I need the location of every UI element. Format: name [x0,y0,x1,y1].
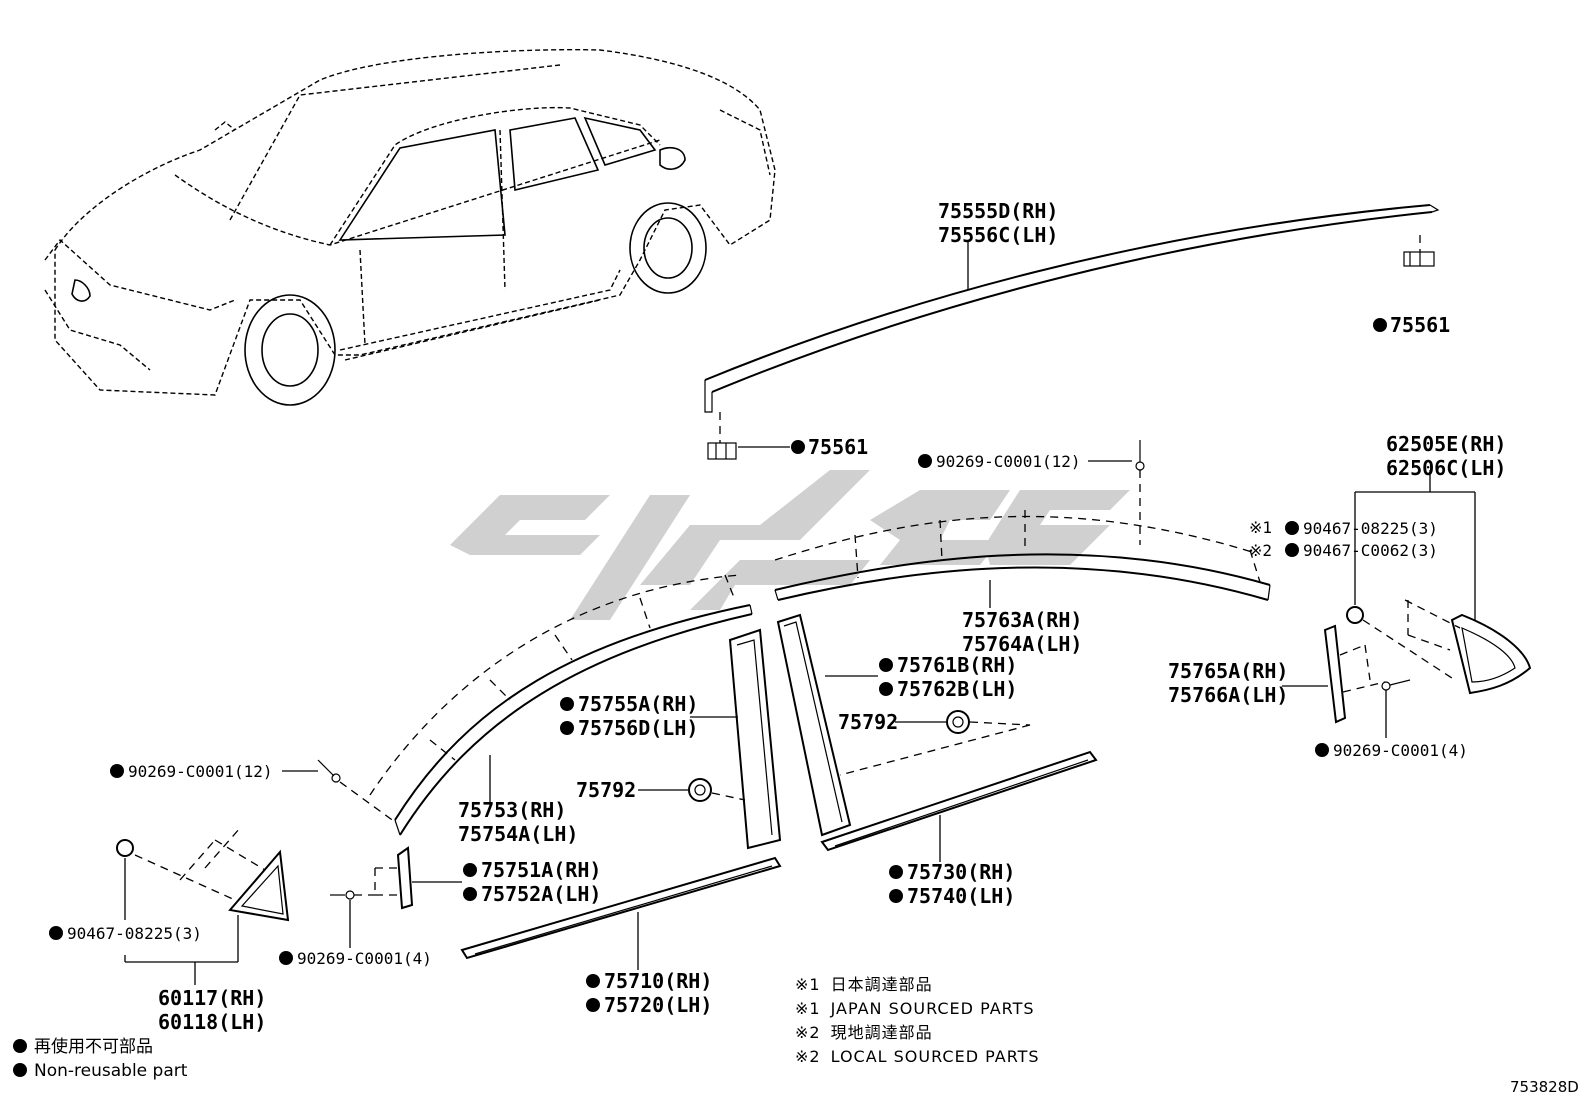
clip-75561-right [1403,235,1435,267]
label-75740: 75740(LH) [907,884,1015,908]
label-75765a: 75765A(RH) [1168,659,1288,683]
label-60118: 60118(LH) [158,1010,266,1034]
non-reusable-dot [560,721,574,735]
label-62505e: 62505E(RH) [1386,432,1506,456]
non-reusable-dot [49,926,63,940]
mark-local-sourced: ※2 [1249,541,1272,560]
non-reusable-dot [586,974,600,988]
label-90269-left: 90269-C0001(12) [128,762,273,781]
non-reusable-dot [560,697,574,711]
rear-belt-molding [820,750,1098,852]
non-reusable-dot [463,887,477,901]
label-75755a: 75755A(RH) [578,692,698,716]
label-75792-right: 75792 [838,710,898,734]
label-75710: 75710(RH) [604,969,712,993]
legend-text-en: Non-reusable part [34,1061,188,1081]
label-75756d: 75756D(LH) [578,716,698,740]
front-belt-molding [460,856,782,960]
roof-molding [704,204,1440,413]
label-75752a: 75752A(LH) [481,882,601,906]
label-90269-bottom-left: 90269-C0001(4) [297,949,432,968]
label-75764a: 75764A(LH) [962,632,1082,656]
label-75754a: 75754A(LH) [458,822,578,846]
legend: 再使用不可部品 Non-reusable part [13,1036,188,1081]
front-door-frame-molding [369,574,753,836]
non-reusable-dot [1285,543,1299,557]
label-75561-left: 75561 [808,435,868,459]
label-75730: 75730(RH) [907,860,1015,884]
non-reusable-dot [463,863,477,877]
non-reusable-dot [1373,318,1387,332]
label-90467-local: 90467-C0062(3) [1303,541,1438,560]
label-75555d: 75555D(RH) [938,199,1058,223]
pillar-garnish-rear [776,613,852,837]
label-75753: 75753(RH) [458,798,566,822]
label-75766a: 75766A(LH) [1168,683,1288,707]
label-90269-right: 90269-C0001(4) [1333,741,1468,760]
clip-75792-center [638,778,746,802]
label-75763a: 75763A(RH) [962,608,1082,632]
legend-text-jp: 再使用不可部品 [34,1036,153,1057]
non-reusable-dot [879,658,893,672]
non-reusable-dot [586,998,600,1012]
screw-left [317,759,396,823]
label-75720: 75720(LH) [604,993,712,1017]
label-75792-center: 75792 [576,778,636,802]
label-60117: 60117(RH) [158,986,266,1010]
screw-bottom-left [330,890,375,948]
label-90269-top: 90269-C0001(12) [936,452,1081,471]
pillar-garnish-front [728,628,782,850]
label-75556c: 75556C(LH) [938,223,1058,247]
screw-top [1135,440,1145,471]
rear-pillar-piece [1282,624,1411,738]
car-illustration [44,48,776,406]
rear-door-frame-molding [774,470,1271,601]
clip-75792-right [839,710,1031,776]
non-reusable-dot [279,951,293,965]
mark-japan-sourced: ※1 [1249,518,1272,537]
label-90467-left: 90467-08225(3) [67,924,202,943]
non-reusable-dot [889,889,903,903]
non-reusable-dot [791,440,805,454]
label-75761b: 75761B(RH) [897,653,1017,677]
figure-id: 753828D [1510,1078,1579,1096]
label-75561-right: 75561 [1390,313,1450,337]
non-reusable-dot [918,454,932,468]
non-reusable-dot [879,682,893,696]
label-62506c: 62506C(LH) [1386,456,1506,480]
legend-dot [13,1063,27,1077]
non-reusable-dot [1315,743,1329,757]
non-reusable-dot [889,865,903,879]
label-75762b: 75762B(LH) [897,677,1017,701]
legend-dot [13,1039,27,1053]
front-pillar-piece [374,846,462,910]
rear-quarter-piece [1346,470,1532,695]
non-reusable-dot [1285,521,1299,535]
non-reusable-dot [110,764,124,778]
label-90467-japan: 90467-08225(3) [1303,519,1438,538]
label-75751a: 75751A(RH) [481,858,601,882]
clip-75561-left [707,412,790,460]
front-quarter-piece [116,827,290,985]
